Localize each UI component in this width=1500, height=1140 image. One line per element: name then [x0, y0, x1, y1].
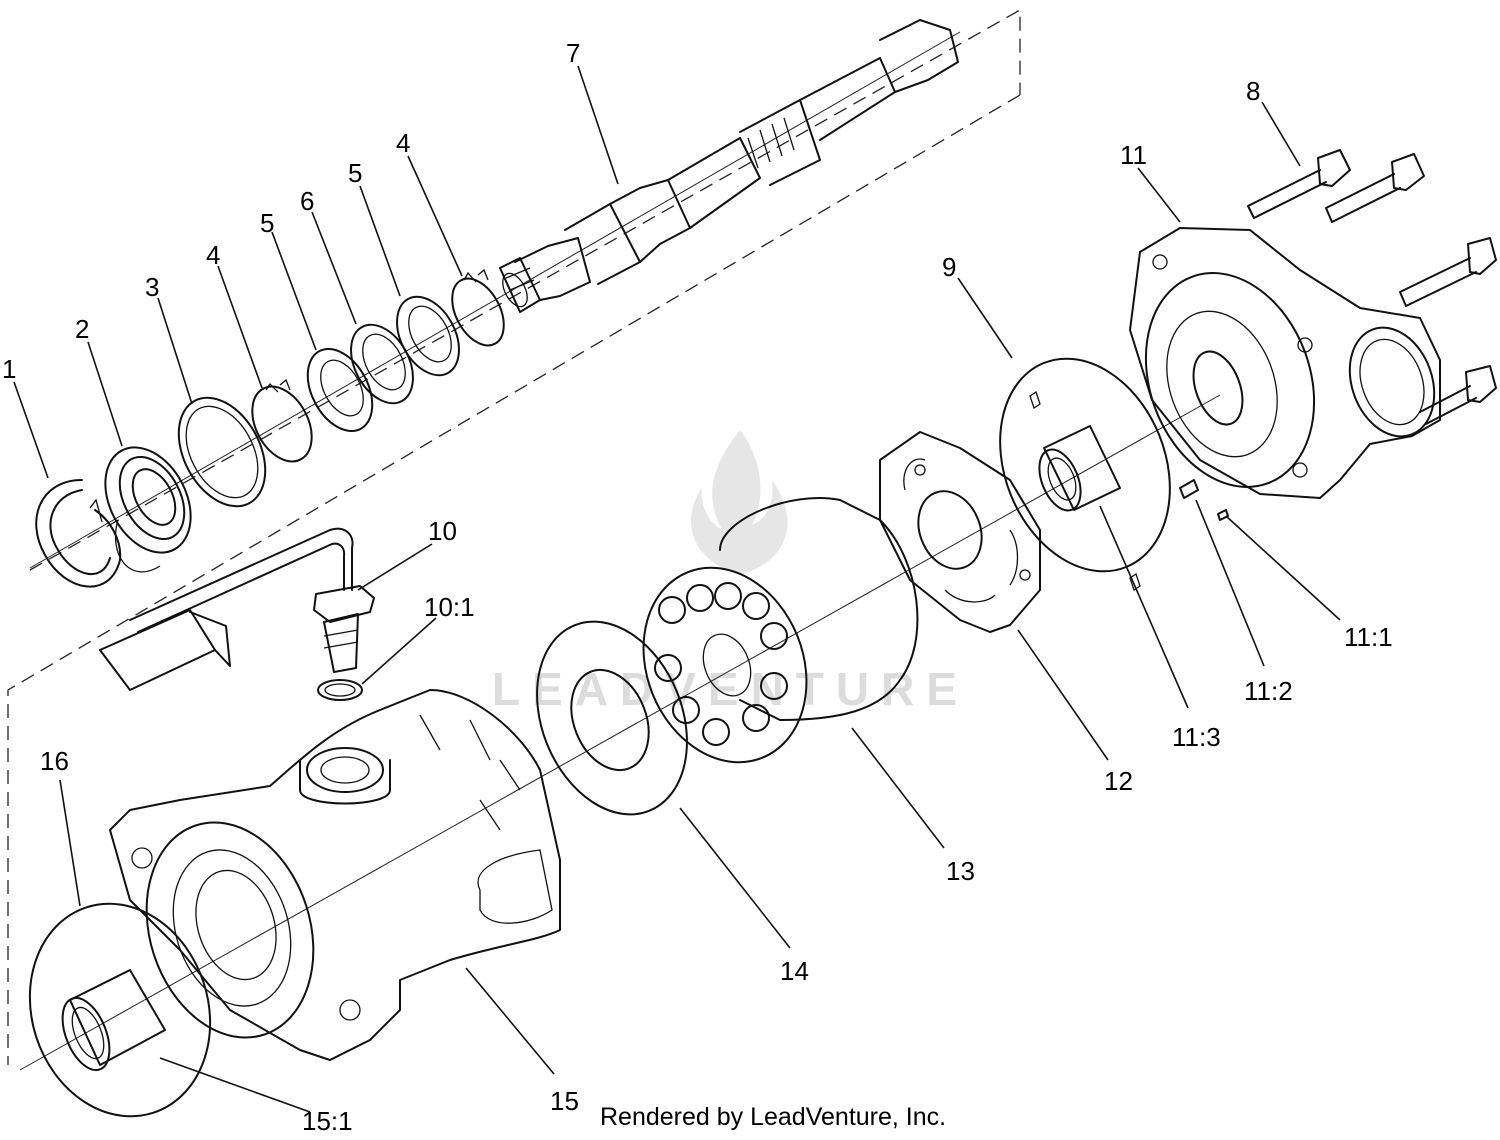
callout-6: 6 — [300, 186, 314, 216]
watermark: LEADVENTURE — [492, 430, 969, 715]
part-11-3-needle-bearing — [1038, 425, 1121, 512]
callout-4-lower: 4 — [206, 240, 220, 270]
callout-12: 12 — [1104, 766, 1133, 796]
leader-6 — [311, 211, 357, 325]
render-credit: Rendered by LeadVenture, Inc. — [600, 1103, 947, 1131]
leader-4a — [217, 265, 263, 389]
callout-11-1: 11:1 — [1344, 622, 1393, 652]
callout-16: 16 — [40, 746, 69, 776]
leader-15-1 — [159, 1057, 311, 1113]
part-11-end-cover — [1129, 227, 1441, 499]
part-3-washer — [177, 396, 267, 508]
callout-9: 9 — [942, 252, 956, 282]
callout-15: 15 — [550, 1086, 579, 1116]
part-14-thrust-washer — [536, 620, 688, 816]
callout-5-lower: 5 — [260, 208, 274, 238]
part-10-1-o-ring — [317, 679, 363, 701]
part-2-bearing — [104, 446, 192, 573]
leader-11-3 — [1099, 505, 1189, 709]
callout-13: 13 — [946, 856, 975, 886]
leader-4b — [407, 155, 463, 277]
part-4-retaining-ring-lower — [251, 378, 313, 463]
callout-11: 11 — [1120, 140, 1147, 170]
callout-4-upper: 4 — [396, 128, 410, 158]
leader-10 — [357, 543, 433, 591]
leader-14 — [679, 807, 791, 949]
callout-3: 3 — [145, 272, 159, 302]
part-12-port-plate — [879, 431, 1041, 633]
watermark-text: LEADVENTURE — [492, 663, 969, 715]
part-15-1-needle-bearing — [61, 969, 166, 1072]
part-10-speed-sensor — [99, 527, 375, 691]
leader-13 — [851, 727, 945, 849]
part-7-splined-shaft — [499, 19, 959, 313]
leader-7 — [577, 65, 619, 185]
leader-5a — [271, 231, 317, 351]
part-8-bolts — [1247, 149, 1497, 425]
leader-11-2 — [1195, 499, 1265, 667]
callout-2: 2 — [75, 314, 89, 344]
part-9-gasket — [999, 357, 1171, 592]
leader-2 — [87, 341, 123, 447]
upper-centerline — [29, 31, 961, 569]
leader-11 — [1137, 167, 1181, 223]
upper-dashed-boundary — [29, 8, 1021, 571]
part-4-retaining-ring-upper — [451, 268, 505, 347]
leader-3 — [157, 297, 193, 405]
callout-15-1: 15:1 — [302, 1106, 353, 1136]
lower-dashed-boundary — [7, 94, 1021, 1065]
part-1-snap-ring — [35, 479, 122, 588]
leader-9 — [957, 277, 1013, 359]
leader-lines — [13, 65, 1341, 1113]
part-15-motor-housing — [109, 689, 561, 1061]
part-6-washer — [350, 323, 414, 405]
leader-5b — [359, 185, 401, 297]
part-11-2-dowel-pin — [1179, 479, 1199, 499]
leader-15 — [465, 967, 555, 1075]
callout-14: 14 — [780, 956, 809, 986]
lower-centerline — [19, 394, 1221, 1071]
flame-watermark-icon — [690, 430, 788, 575]
part-5-washer-lower — [306, 347, 374, 433]
callout-10-1: 10:1 — [424, 592, 475, 622]
callout-11-2: 11:2 — [1244, 676, 1293, 706]
leader-8 — [1261, 101, 1301, 167]
callout-7: 7 — [566, 38, 580, 68]
leader-12 — [1017, 629, 1109, 761]
leader-10-1 — [361, 617, 437, 685]
part-11-1-small-pin — [1217, 509, 1229, 521]
leader-11-1 — [1225, 515, 1341, 621]
part-16-gasket — [28, 902, 212, 1118]
leader-16 — [59, 779, 81, 907]
leader-1 — [13, 381, 49, 479]
callout-10: 10 — [428, 516, 457, 546]
part-5-washer-upper — [396, 295, 460, 377]
callout-11-3: 11:3 — [1172, 722, 1221, 752]
callout-8: 8 — [1246, 76, 1260, 106]
callout-1: 1 — [2, 354, 16, 384]
callout-labels: 1 2 3 4 5 6 5 4 7 8 11 9 10 10:1 11:1 11… — [2, 38, 1393, 1136]
callout-5-upper: 5 — [348, 158, 362, 188]
